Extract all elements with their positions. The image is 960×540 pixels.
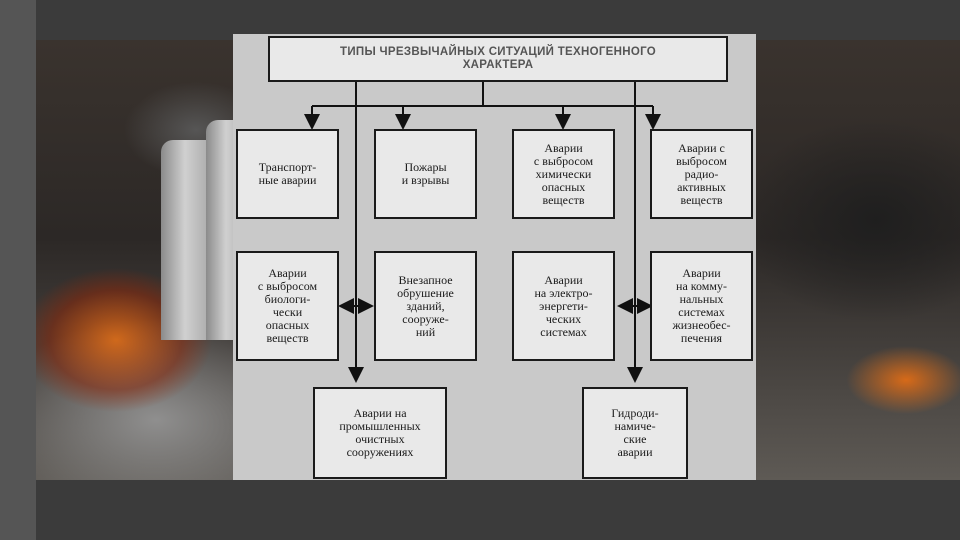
box-power-systems: Аварии на электро- энергети- ческих сист… bbox=[512, 251, 615, 361]
box-fires-explosions: Пожары и взрывы bbox=[374, 129, 477, 219]
diagram-title-box: ТИПЫ ЧРЕЗВЫЧАЙНЫХ СИТУАЦИЙ ТЕХНОГЕННОГО … bbox=[268, 36, 728, 82]
box-utility-systems: Аварии на комму- нальных системах жизнео… bbox=[650, 251, 753, 361]
box-hydrodynamic-accidents: Гидроди- намиче- ские аварии bbox=[582, 387, 688, 479]
box-transport-accidents: Транспорт- ные аварии bbox=[236, 129, 339, 219]
box-building-collapse: Внезапное обрушение зданий, сооруже- ний bbox=[374, 251, 477, 361]
left-border-strip bbox=[0, 0, 36, 540]
connector-lines bbox=[304, 81, 661, 383]
box-industrial-treatment: Аварии на промышленных очистных сооружен… bbox=[313, 387, 447, 479]
emergency-types-diagram: ТИПЫ ЧРЕЗВЫЧАЙНЫХ СИТУАЦИЙ ТЕХНОГЕННОГО … bbox=[233, 34, 756, 480]
box-chemical-release: Аварии с выбросом химически опасных веще… bbox=[512, 129, 615, 219]
bottom-band bbox=[36, 480, 960, 540]
box-biological-release: Аварии с выбросом биологи- чески опасных… bbox=[236, 251, 339, 361]
box-radioactive-release: Аварии с выбросом радио- активных вещест… bbox=[650, 129, 753, 219]
